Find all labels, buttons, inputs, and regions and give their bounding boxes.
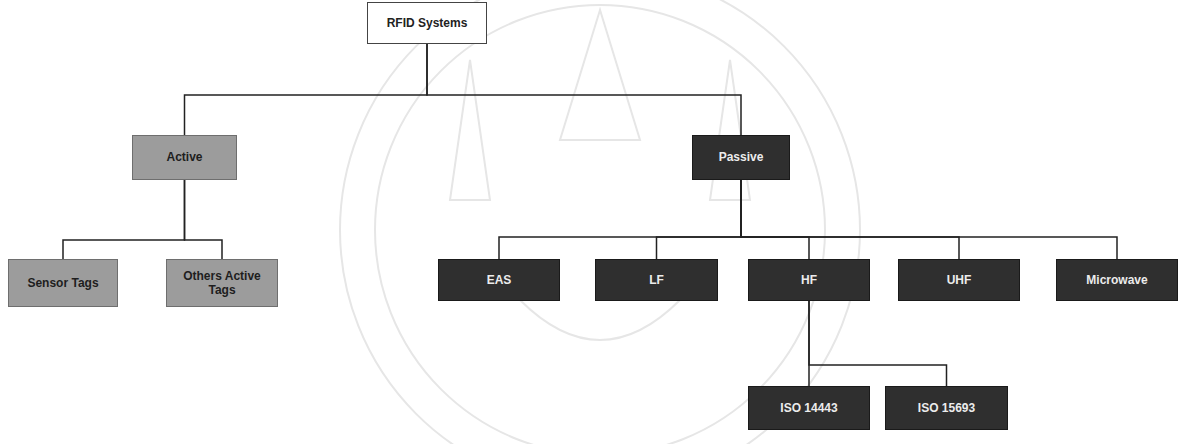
category-box: Active bbox=[132, 135, 237, 180]
category-box: HF bbox=[748, 259, 870, 301]
category-box: UHF bbox=[898, 259, 1020, 301]
tree-connector bbox=[809, 301, 947, 386]
tree-connector bbox=[657, 180, 742, 259]
tree-connector bbox=[427, 44, 741, 135]
tree-connector bbox=[741, 180, 959, 259]
category-box: LF bbox=[595, 259, 718, 301]
node-label: HF bbox=[795, 273, 823, 287]
tree-connector bbox=[185, 180, 223, 259]
node-label: EAS bbox=[481, 273, 518, 287]
category-box: ISO 14443 bbox=[748, 386, 870, 430]
category-box: Sensor Tags bbox=[8, 259, 118, 307]
tree-connector bbox=[185, 44, 428, 135]
node-label: ISO 15693 bbox=[912, 401, 981, 415]
node-label: Others Active Tags bbox=[167, 269, 277, 298]
node-label: Active bbox=[160, 150, 208, 164]
node-label: Sensor Tags bbox=[21, 276, 104, 290]
category-box: ISO 15693 bbox=[885, 386, 1008, 430]
category-box: Others Active Tags bbox=[166, 259, 278, 307]
tree-connector bbox=[741, 180, 809, 259]
tree-connector bbox=[63, 180, 185, 259]
node-label: Microwave bbox=[1080, 273, 1153, 287]
category-box: Microwave bbox=[1056, 259, 1178, 301]
category-box: Passive bbox=[692, 135, 790, 180]
node-label: UHF bbox=[941, 273, 978, 287]
tree-connector bbox=[741, 180, 1117, 259]
node-label: Passive bbox=[713, 150, 770, 164]
category-box: EAS bbox=[438, 259, 560, 301]
tree-connector bbox=[499, 180, 741, 259]
node-label: ISO 14443 bbox=[774, 401, 843, 415]
node-label: RFID Systems bbox=[381, 16, 474, 30]
root-box: RFID Systems bbox=[367, 2, 487, 44]
node-label: LF bbox=[643, 273, 670, 287]
